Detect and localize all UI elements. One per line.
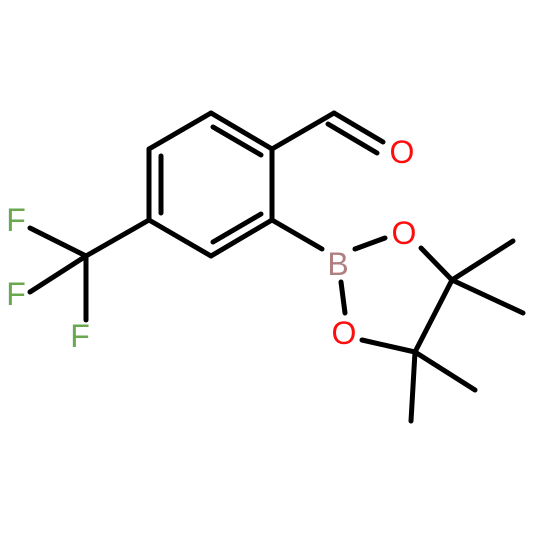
bond-ring-b <box>269 217 325 252</box>
bond-c-c <box>412 277 455 355</box>
bond-cho-o-double <box>325 121 380 156</box>
bond-methyl-4 <box>408 349 418 424</box>
bond-c3-c4 <box>208 217 275 259</box>
bond-cf3-f1 <box>27 225 89 259</box>
bond-methyl-3 <box>412 349 478 393</box>
fluorine-1-label: F <box>6 202 26 238</box>
bond-o-upper-c <box>418 245 455 283</box>
bond-cho-o <box>331 110 386 145</box>
bond-c1-c2-inner <box>210 124 264 158</box>
bond-c1-c2 <box>208 110 275 152</box>
bond-methyl-2 <box>449 277 526 316</box>
bond-methyl-1 <box>449 238 516 283</box>
fluorine-3-label: F <box>70 318 90 354</box>
bond-ring-cho <box>269 110 337 152</box>
bond-b-o-upper <box>352 235 388 252</box>
bonds <box>27 110 526 424</box>
oxygen-ring-upper-label: O <box>392 215 417 251</box>
atom-labels: O B O O F F F <box>6 134 416 354</box>
boron-label: B <box>327 246 348 282</box>
bond-c4-c5 <box>146 217 214 259</box>
bond-c3-c4-inner <box>210 211 264 245</box>
oxygen-aldehyde-label: O <box>390 134 415 170</box>
bond-o-lower-c <box>359 337 418 355</box>
bond-cf3-f2 <box>27 253 89 295</box>
oxygen-ring-lower-label: O <box>332 315 357 351</box>
fluorine-2-label: F <box>6 276 26 312</box>
bond-b-o-lower <box>338 279 348 316</box>
bond-ring-cf3 <box>83 217 152 259</box>
bond-c6-c1 <box>146 110 214 152</box>
